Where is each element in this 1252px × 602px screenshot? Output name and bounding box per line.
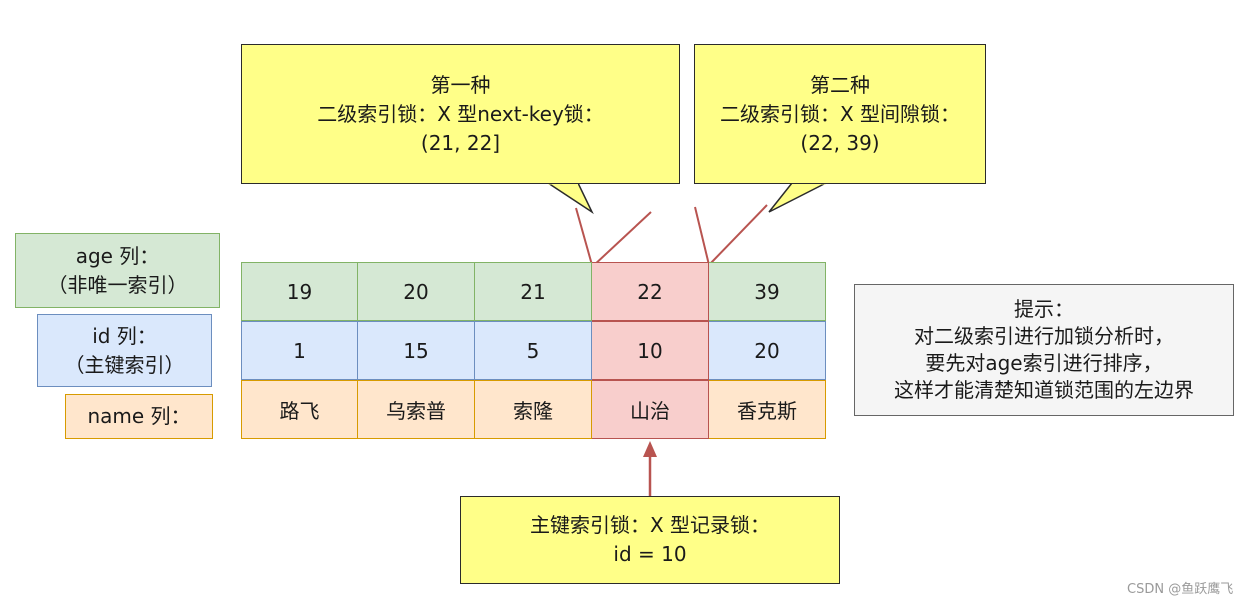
id-cell-highlighted: 10 [592, 321, 709, 380]
age-cell: 20 [358, 262, 475, 321]
name-label-title: name 列： [87, 404, 191, 428]
second-callout-range: (22, 39) [800, 130, 880, 155]
second-lock-callout: 第二种 二级索引锁：X 型间隙锁： (22, 39) [694, 44, 986, 184]
hint-title: 提示： [1014, 297, 1074, 321]
age-row: 19 20 21 22 39 [241, 262, 826, 321]
first-callout-tail [545, 182, 594, 215]
first-callout-lock-type: 二级索引锁：X 型next-key锁： [317, 101, 604, 126]
age-cell: 21 [475, 262, 592, 321]
left-boundary-line-b [591, 211, 652, 268]
age-cell: 39 [709, 262, 826, 321]
hint-line-3: 这样才能清楚知道锁范围的左边界 [894, 378, 1194, 402]
first-callout-heading: 第一种 [430, 72, 491, 97]
age-label-title: age 列： [75, 243, 160, 268]
name-cell: 路飞 [241, 380, 358, 439]
age-label-subtitle: （非唯一索引） [47, 272, 188, 297]
id-label-title: id 列： [92, 323, 157, 348]
hint-line-2: 要先对age索引进行排序， [925, 351, 1163, 375]
second-callout-heading: 第二种 [810, 72, 870, 97]
right-boundary-line-b [708, 204, 768, 266]
right-boundary-line-a [694, 206, 710, 266]
primary-callout-lock-type: 主键索引锁：X 型记录锁： [529, 513, 771, 537]
left-boundary-line-a [575, 207, 593, 266]
id-cell: 20 [709, 321, 826, 380]
primary-callout-record: id = 10 [613, 542, 687, 566]
record-lock-arrow-head [643, 441, 657, 457]
id-label-subtitle: （主键索引） [64, 352, 185, 377]
name-cell: 索隆 [475, 380, 592, 439]
id-cell: 15 [358, 321, 475, 380]
id-row-label: id 列： （主键索引） [37, 314, 212, 387]
age-cell-highlighted: 22 [592, 262, 709, 321]
name-cell-highlighted: 山治 [592, 380, 709, 439]
primary-lock-callout: 主键索引锁：X 型记录锁： id = 10 [460, 496, 840, 584]
age-cell: 19 [241, 262, 358, 321]
first-callout-range: (21, 22] [420, 130, 501, 155]
name-row: 路飞 乌索普 索隆 山治 香克斯 [241, 380, 826, 439]
name-cell: 乌索普 [358, 380, 475, 439]
second-callout-lock-type: 二级索引锁：X 型间隙锁： [719, 101, 961, 126]
watermark: CSDN @鱼跃鹰飞 [1127, 582, 1234, 597]
id-row: 1 15 5 10 20 [241, 321, 826, 380]
first-lock-callout: 第一种 二级索引锁：X 型next-key锁： (21, 22] [241, 44, 680, 184]
age-row-label: age 列： （非唯一索引） [15, 233, 220, 308]
id-cell: 1 [241, 321, 358, 380]
hint-line-1: 对二级索引进行加锁分析时， [914, 324, 1174, 348]
name-row-label: name 列： [65, 394, 213, 439]
hint-note: 提示： 对二级索引进行加锁分析时， 要先对age索引进行排序， 这样才能清楚知道… [854, 284, 1234, 416]
name-cell: 香克斯 [709, 380, 826, 439]
id-cell: 5 [475, 321, 592, 380]
second-callout-tail [768, 182, 827, 213]
